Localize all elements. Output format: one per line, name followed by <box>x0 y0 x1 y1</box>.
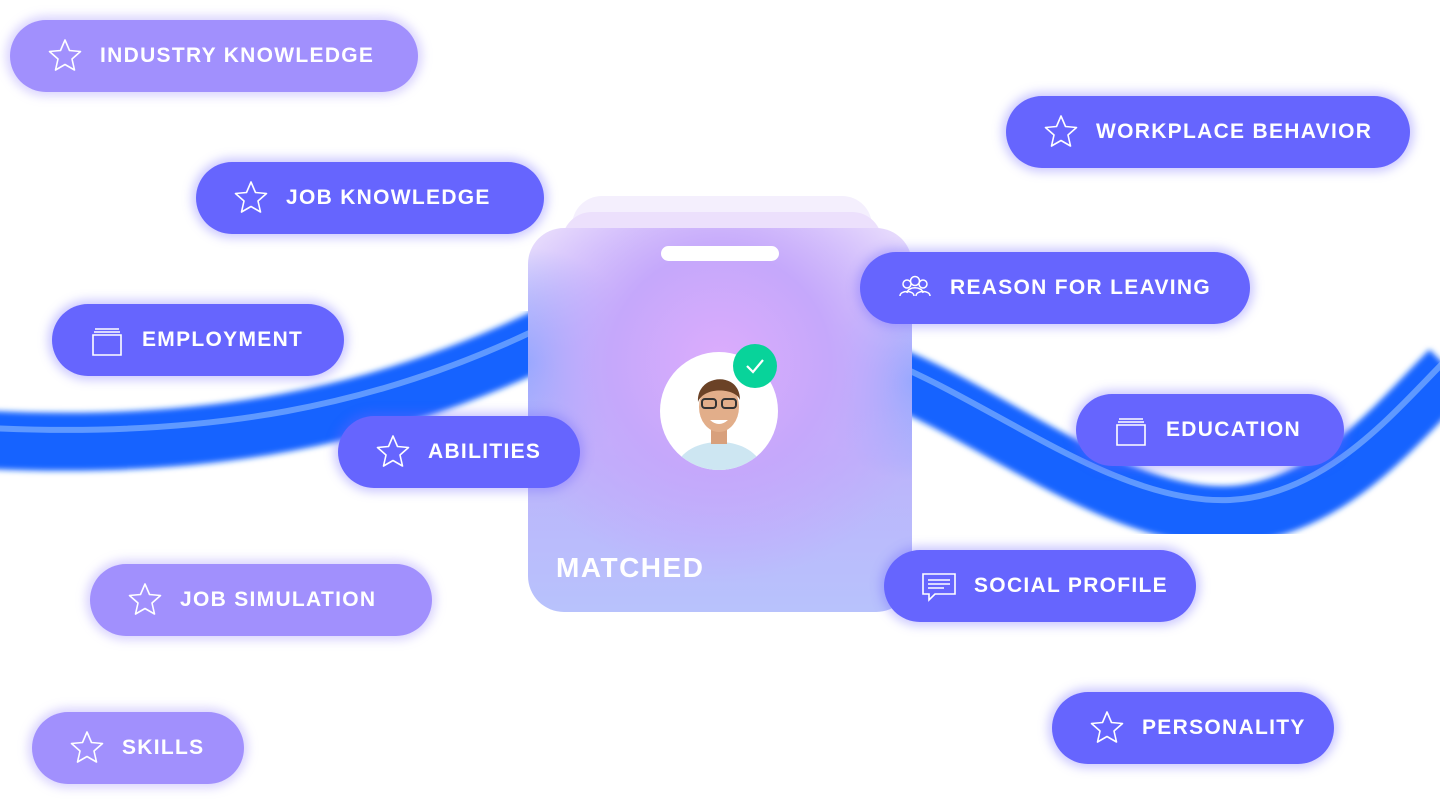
card-handle <box>661 246 779 261</box>
tag-job-simulation[interactable]: JOB SIMULATION <box>90 564 432 636</box>
tag-workplace-behavior[interactable]: WORKPLACE BEHAVIOR <box>1006 96 1410 168</box>
tag-label: INDUSTRY KNOWLEDGE <box>100 44 375 67</box>
tag-label: EDUCATION <box>1166 418 1301 441</box>
star-icon <box>234 181 268 213</box>
tag-abilities[interactable]: ABILITIES <box>338 416 580 488</box>
star-icon <box>1044 115 1078 147</box>
tag-label: JOB KNOWLEDGE <box>286 186 491 209</box>
tag-social-profile[interactable]: SOCIAL PROFILE <box>884 550 1196 622</box>
check-icon <box>733 344 777 388</box>
match-status: MATCHED <box>556 552 705 583</box>
star-icon <box>376 435 410 467</box>
tag-reason-for-leaving[interactable]: REASON FOR LEAVING <box>860 252 1250 324</box>
star-icon <box>48 39 82 71</box>
folder-icon <box>1116 418 1146 446</box>
candidate-card[interactable]: MATCHED <box>528 228 912 612</box>
tag-label: SOCIAL PROFILE <box>974 574 1168 597</box>
avatar <box>660 352 778 470</box>
star-icon <box>70 731 104 763</box>
people-icon <box>899 275 931 297</box>
tag-label: WORKPLACE BEHAVIOR <box>1096 120 1373 143</box>
tag-label: ABILITIES <box>428 440 542 463</box>
tag-label: JOB SIMULATION <box>180 588 377 611</box>
tag-label: SKILLS <box>122 736 205 759</box>
tag-skills[interactable]: SKILLS <box>32 712 244 784</box>
star-icon <box>128 583 162 615</box>
star-icon <box>1090 711 1124 743</box>
chat-icon <box>922 573 956 602</box>
tag-education[interactable]: EDUCATION <box>1076 394 1344 466</box>
tag-label: EMPLOYMENT <box>142 328 304 351</box>
tag-label: PERSONALITY <box>1142 716 1306 739</box>
tag-industry-knowledge[interactable]: INDUSTRY KNOWLEDGE <box>10 20 418 92</box>
tag-job-knowledge[interactable]: JOB KNOWLEDGE <box>196 162 544 234</box>
tag-label: REASON FOR LEAVING <box>950 276 1212 299</box>
tag-personality[interactable]: PERSONALITY <box>1052 692 1334 764</box>
folder-icon <box>92 328 122 356</box>
tag-employment[interactable]: EMPLOYMENT <box>52 304 344 376</box>
